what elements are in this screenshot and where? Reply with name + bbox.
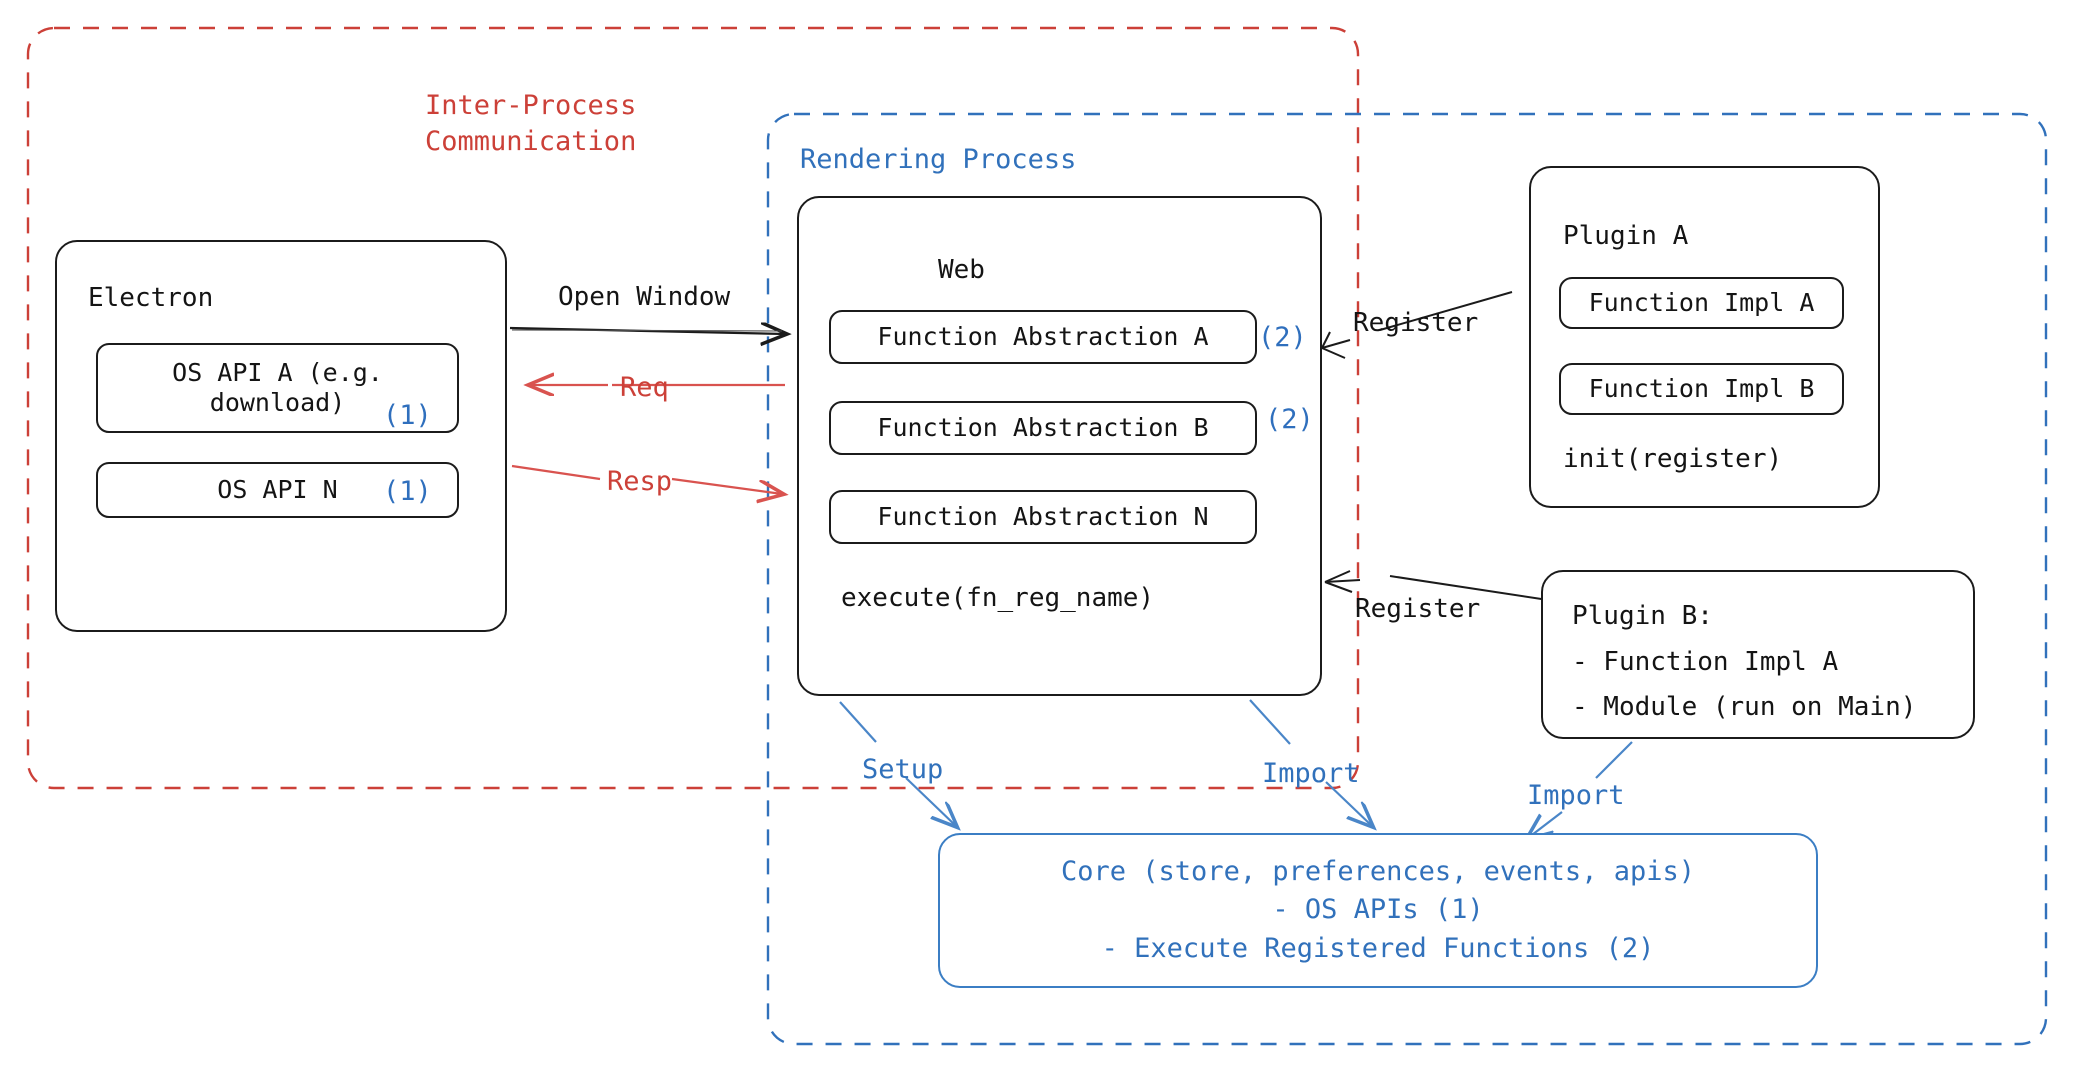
ipc-region-label: Inter-Process Communication [425,90,637,157]
plugin-a-title: Plugin A [1563,221,1689,251]
arrow-open-window [509,328,785,334]
function-abstraction-b-marker: (2) [1265,404,1314,435]
function-abstraction-b-label: Function Abstraction B [877,412,1209,442]
plugin-b-line-1: - Function Impl A [1572,647,1839,677]
function-abstraction-a-marker: (2) [1258,322,1307,353]
plugin-a-init-label: init(register) [1563,444,1783,474]
plugin-a-node[interactable] [1529,166,1880,508]
plugin-b-line-2: - Module (run on Main) [1572,692,1917,722]
plugin-b-title: Plugin B: [1572,601,1713,631]
os-api-a-marker: (1) [383,400,432,431]
os-api-a-pill[interactable]: OS API A (e.g. download) [96,343,459,433]
os-api-n-label: OS API N [217,474,338,504]
electron-node[interactable] [55,240,507,632]
plugin-a-impl-b-label: Function Impl B [1588,373,1815,403]
open-window-label: Open Window [558,282,731,312]
import-plugin-b-label: Import [1527,780,1625,811]
import-web-label: Import [1262,758,1360,789]
function-abstraction-n-pill[interactable]: Function Abstraction N [829,490,1257,544]
req-label: Req [620,372,669,403]
resp-label: Resp [607,466,673,497]
function-abstraction-b-pill[interactable]: Function Abstraction B [829,401,1257,455]
os-api-n-pill[interactable]: OS API N [96,462,459,518]
core-node[interactable]: Core (store, preferences, events, apis) … [938,833,1818,988]
os-api-a-label: OS API A (e.g. download) [172,357,383,418]
register-bottom-label: Register [1355,594,1481,624]
rendering-region-label: Rendering Process [800,144,1077,175]
plugin-a-impl-a-pill[interactable]: Function Impl A [1559,277,1844,329]
core-line-3: - Execute Registered Functions (2) [1101,932,1655,964]
function-abstraction-n-label: Function Abstraction N [877,501,1209,531]
electron-title: Electron [88,283,214,313]
register-top-label: Register [1353,308,1479,338]
setup-label: Setup [862,754,944,785]
web-title: Web [938,255,985,285]
plugin-a-impl-a-label: Function Impl A [1588,287,1815,317]
web-execute-label: execute(fn_reg_name) [841,583,1155,613]
core-line-2: - OS APIs (1) [1272,894,1484,926]
plugin-b-node[interactable] [1541,570,1975,739]
core-line-1: Core (store, preferences, events, apis) [1061,856,1695,887]
function-abstraction-a-label: Function Abstraction A [877,321,1209,351]
function-abstraction-a-pill[interactable]: Function Abstraction A [829,310,1257,364]
plugin-a-impl-b-pill[interactable]: Function Impl B [1559,363,1844,415]
os-api-n-marker: (1) [383,476,432,507]
